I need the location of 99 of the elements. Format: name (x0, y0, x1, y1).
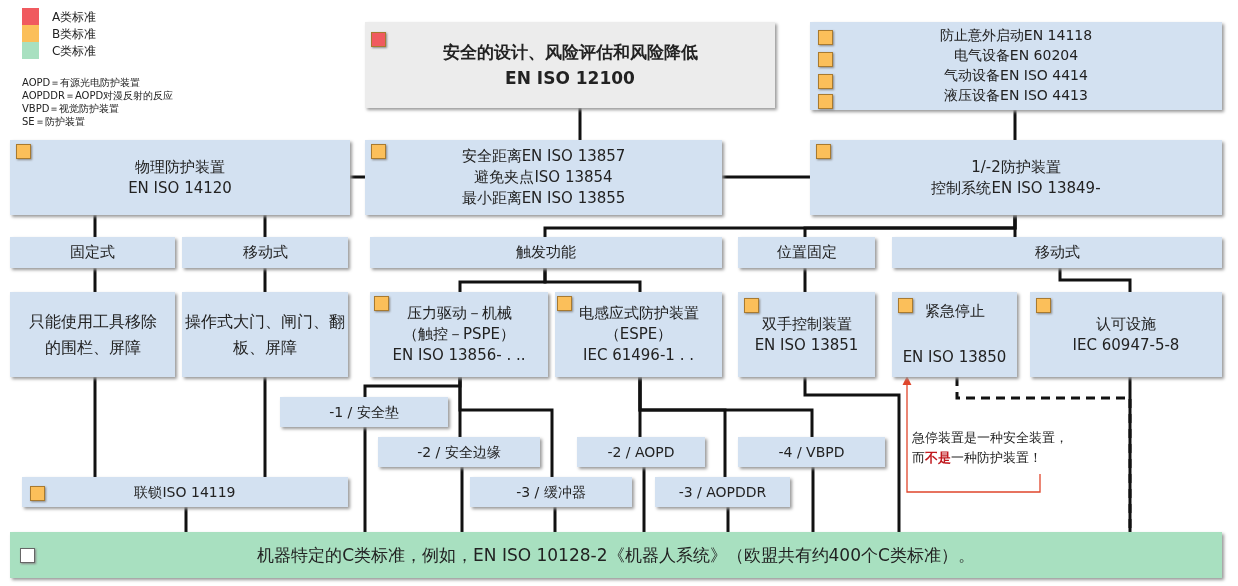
box-text: 双手控制装置 (761, 313, 852, 335)
box-text: 位置固定 (776, 243, 837, 262)
connector-line (1128, 377, 1132, 532)
box-text: （触控－PSPE） (402, 324, 516, 345)
category-box (10, 237, 175, 268)
connector-line (803, 268, 807, 292)
connector-line (1013, 215, 1017, 237)
box-text: EN ISO 13851 (754, 334, 859, 356)
connector-line (638, 377, 814, 437)
connector-line (543, 268, 642, 292)
box-text: 避免夹点ISO 13854 (474, 167, 613, 188)
abbreviation-note: AOPD＝有源光电防护装置 (22, 76, 141, 89)
box-text: -3 / AOPDDR (678, 482, 767, 502)
box-text: 防止意外启动EN 14118 (939, 26, 1093, 45)
box-text: 液压设备EN ISO 4413 (944, 86, 1088, 105)
connector-line (642, 467, 646, 532)
box-text: 机器特定的C类标准，例如，EN ISO 10128-2《机器人系统》（欧盟共有约400个C类标准）。 (257, 545, 975, 565)
standard-box (182, 292, 348, 377)
standard-box (810, 140, 1222, 215)
box-text: 固定式 (70, 243, 115, 262)
box-text: 触发功能 (516, 243, 576, 262)
connector-line (1013, 110, 1017, 140)
box-text: -3 / 缓冲器 (516, 482, 586, 502)
connector-line (184, 507, 188, 532)
box-text: 移动式 (242, 243, 288, 262)
box-text: （ESPE） (604, 324, 673, 345)
connector-line (578, 108, 582, 140)
box-text: EN ISO 13850 (902, 348, 1007, 367)
box-text: -1 / 安全垫 (329, 402, 399, 422)
box-text: 最小距离EN ISO 13855 (461, 188, 626, 209)
box-text: EN ISO 13856- . .. (392, 345, 526, 366)
connector-line (458, 377, 554, 477)
box-text: IEC 61496-1 . . (583, 345, 694, 366)
standard-box (1030, 292, 1222, 377)
standard-box (577, 437, 705, 467)
arrow (902, 376, 1041, 493)
connector-line (460, 467, 464, 532)
connector-line (263, 215, 267, 237)
box-text: 只能使用工具移除的围栏、屏障 (27, 310, 158, 359)
connector-line (553, 507, 557, 532)
standard-box (555, 292, 722, 377)
box-text: -4 / VBPD (778, 442, 845, 462)
connector-line (1058, 268, 1132, 292)
box-text: -2 / AOPD (607, 442, 675, 462)
note-text: 急停装置是一种安全装置，而不是一种防护装置！ (912, 429, 1069, 467)
abbreviation-note: AOPDDR＝AOPD对漫反射的反应 (22, 89, 174, 102)
box-text: 紧急停止 (924, 302, 985, 321)
standard-box (365, 140, 722, 215)
box-text: 安全的设计、风险评估和风险降低 (442, 41, 698, 64)
standard-box (738, 437, 885, 467)
box-text: 电气设备EN 60204 (953, 46, 1079, 65)
category-box (892, 237, 1222, 268)
connector-line (263, 377, 267, 477)
standard-box (892, 292, 1017, 377)
box-text: EN ISO 14120 (128, 177, 232, 199)
box-text: IEC 60947-5-8 (1072, 334, 1180, 356)
category-box (182, 237, 348, 268)
standard-box (370, 292, 548, 377)
box-text: 气动设备EN ISO 4414 (944, 66, 1088, 85)
abbreviation-note: VBPD＝视觉防护装置 (22, 102, 120, 115)
standard-box (470, 477, 632, 507)
box-text: -2 / 安全边缘 (417, 442, 501, 462)
abbreviation-note: SE＝防护装置 (22, 115, 85, 128)
standard-box (22, 477, 348, 507)
box-text: 操作式大门、闸门、翻板、屏障 (184, 310, 346, 359)
connector-line (93, 215, 97, 237)
standard-box (810, 22, 1222, 110)
legend-label: A类标准 (52, 9, 97, 26)
box-text: 移动式 (1034, 243, 1080, 262)
box-text: 控制系统EN ISO 13849- (931, 177, 1101, 199)
legend-label: B类标准 (52, 26, 97, 43)
standard-box (10, 292, 175, 377)
connector-line (363, 427, 367, 532)
legend-label: C类标准 (52, 43, 97, 60)
box-text: EN ISO 12100 (505, 67, 635, 90)
box-text: 1/-2防护装置 (971, 156, 1061, 178)
standard-box (10, 140, 350, 215)
standard-box (280, 397, 448, 427)
box-text: 压力驱动－机械 (406, 303, 512, 324)
standard-box (655, 477, 790, 507)
box-text: 认可设施 (1096, 313, 1156, 335)
standard-band (10, 532, 1222, 578)
category-box (370, 237, 722, 268)
category-box (738, 237, 875, 268)
connector-line (811, 467, 815, 532)
standard-box (365, 22, 775, 108)
connector-line (803, 377, 901, 532)
box-text: 物理防护装置 (135, 156, 225, 178)
box-text: 安全距离EN ISO 13857 (461, 146, 626, 167)
connector-line (93, 377, 97, 477)
standard-box (738, 292, 875, 377)
connector-line (263, 268, 267, 292)
connector-line (722, 175, 810, 179)
box-text: 联锁ISO 14119 (134, 482, 236, 502)
standard-box (378, 437, 540, 467)
box-text: 电感应式防护装置 (578, 303, 699, 324)
connector-line (93, 268, 97, 292)
connector-line (350, 175, 365, 179)
connector-line (726, 507, 730, 532)
